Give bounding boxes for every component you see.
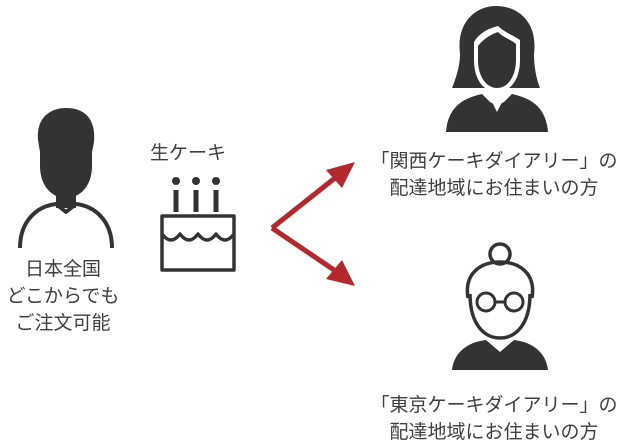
recipient-tokyo-line-1: 「東京ケーキダイアリー」の [370, 394, 618, 416]
recipient-kansai-label: 「関西ケーキダイアリー」の 配達地域にお住まいの方 [354, 148, 630, 202]
woman-avatar-icon [446, 6, 548, 132]
man-avatar-icon [18, 108, 114, 249]
customer-line-3: ご注文可能 [15, 312, 111, 334]
customer-line-2: どこからでも [6, 285, 120, 307]
customer-line-1: 日本全国 [24, 258, 101, 280]
recipient-kansai-line-1: 「関西ケーキダイアリー」の [370, 150, 618, 172]
branch-arrow-icon [270, 162, 355, 286]
customer-group: 日本全国 どこからでも ご注文可能 [0, 100, 140, 350]
product-label: 生ケーキ [150, 142, 227, 164]
customer-label: 日本全国 どこからでも ご注文可能 [0, 256, 128, 337]
recipient-tokyo-label: 「東京ケーキダイアリー」の 配達地域にお住まいの方 [354, 392, 630, 446]
recipient-kansai-line-2: 配達地域にお住まいの方 [389, 177, 599, 199]
recipient-tokyo-line-2: 配達地域にお住まいの方 [389, 421, 599, 443]
cake-icon [160, 177, 236, 272]
elderly-woman-avatar-icon [452, 242, 548, 370]
